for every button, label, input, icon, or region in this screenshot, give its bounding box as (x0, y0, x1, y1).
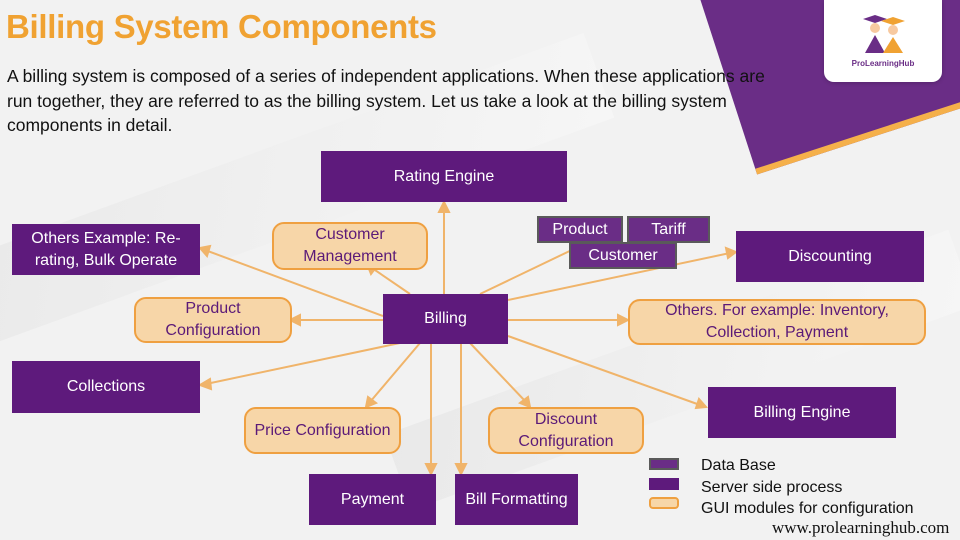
bill-formatting-box: Bill Formatting (455, 474, 578, 525)
arrowhead (724, 246, 739, 260)
legend-label-gui: GUI modules for configuration (701, 500, 914, 517)
arrowhead (198, 244, 212, 259)
arrowhead (364, 395, 379, 409)
others-inventory-box: Others. For example: Inventory, Collecti… (628, 299, 926, 345)
legend-swatch-server (649, 478, 679, 490)
legend-swatch-gui (649, 497, 679, 509)
connector-billing-discount-config (469, 342, 527, 403)
arrowhead (287, 313, 301, 327)
arrowhead (694, 397, 709, 410)
graduates-icon (863, 14, 905, 53)
product-tag: Product (537, 216, 623, 243)
tariff-tag: Tariff (627, 216, 710, 243)
discounting-box: Discounting (736, 231, 924, 282)
customer-tag: Customer (569, 242, 677, 269)
arrowhead (517, 395, 532, 409)
connector-billing-others-example (204, 249, 384, 317)
footer-url[interactable]: www.prolearninghub.com (772, 518, 950, 537)
others-example-box: Others Example: Re-rating, Bulk Operate (12, 224, 200, 275)
connector-billing-billing-engine (507, 335, 701, 406)
product-configuration-box: Product Configuration (134, 297, 292, 343)
rating-engine-box: Rating Engine (321, 151, 567, 202)
customer-management-box: Customer Management (272, 222, 428, 270)
arrowhead (197, 377, 213, 391)
legend-swatch-database (649, 458, 679, 470)
connector-billing-price-config (369, 342, 421, 403)
arrowhead (437, 199, 451, 213)
arrowhead (617, 313, 631, 327)
prolearninghub-logo: ProLearningHub (824, 0, 942, 82)
connector-billing-collections (205, 342, 401, 385)
legend-label-database: Data Base (701, 457, 776, 474)
intro-paragraph: A billing system is composed of a series… (7, 66, 765, 135)
price-configuration-box: Price Configuration (244, 407, 401, 454)
connector-billing-tariff (479, 246, 579, 295)
arrowhead (454, 463, 468, 477)
connector-billing-discounting (507, 252, 731, 301)
collections-box: Collections (12, 361, 200, 413)
payment-box: Payment (309, 474, 436, 525)
billing-engine-box: Billing Engine (708, 387, 896, 438)
legend-label-server: Server side process (701, 478, 843, 496)
page-title: Billing System Components (6, 8, 437, 45)
logo-text: ProLearningHub (851, 58, 915, 68)
discount-configuration-box: Discount Configuration (488, 407, 644, 454)
billing-box: Billing (383, 294, 508, 344)
arrowhead (424, 463, 438, 477)
connector-billing-customer-mgmt (371, 267, 411, 295)
